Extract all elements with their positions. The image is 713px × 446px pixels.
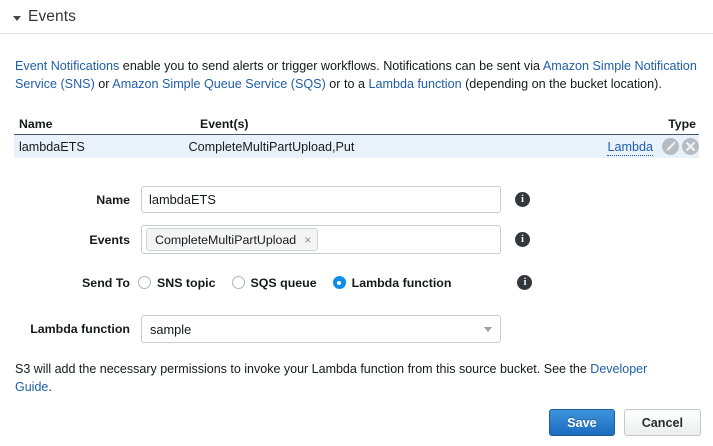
label-lambda-function: Lambda function — [30, 322, 130, 336]
radio-label-sqs-queue: SQS queue — [250, 275, 317, 290]
notifications-table: Name Event(s) Type lambdaETS CompleteMul… — [14, 113, 699, 159]
link-sqs[interactable]: Amazon Simple Queue Service (SQS) — [112, 77, 326, 92]
link-sns[interactable]: Amazon Simple Notification Service (SNS) — [15, 59, 697, 92]
lambda-function-selected-value: sample — [150, 321, 192, 337]
intro-text-2: or — [94, 77, 113, 92]
note-text-1: S3 will add the necessary permissions to… — [15, 362, 591, 376]
events-token-input[interactable]: CompleteMultiPartUpload × — [141, 225, 501, 254]
chevron-down-icon[interactable] — [484, 326, 492, 332]
field-row-send-to: Send To SNS topic SQS queue Lambda funct… — [0, 275, 533, 290]
intro-text-1: enable you to send alerts or trigger wor… — [119, 59, 543, 73]
table-row[interactable]: lambdaETS CompleteMultiPartUpload,Put La… — [14, 135, 699, 159]
chevron-down-icon[interactable] — [13, 15, 21, 21]
note-text-2: . — [48, 379, 52, 394]
type-link-lambda[interactable]: Lambda — [607, 139, 653, 156]
intro-text-3: or to a — [325, 77, 369, 92]
link-lambda-function[interactable]: Lambda function — [368, 77, 462, 92]
label-events: Events — [89, 232, 130, 247]
form-actions: Save Cancel — [549, 409, 701, 436]
lambda-function-select[interactable]: sample — [141, 315, 501, 343]
column-header-type: Type — [668, 117, 696, 131]
permissions-note: S3 will add the necessary permissions to… — [15, 361, 675, 396]
info-icon[interactable]: i — [515, 232, 530, 247]
radio-icon-lambda-function[interactable] — [332, 276, 346, 289]
info-icon[interactable]: i — [515, 192, 530, 207]
link-developer-guide[interactable]: Developer Guide — [15, 362, 648, 394]
lambda-function-select-wrapper: sample — [141, 315, 501, 343]
cancel-button[interactable]: Cancel — [623, 409, 701, 436]
field-row-lambda-function: Lambda function sample — [0, 315, 501, 343]
info-icon[interactable]: i — [517, 275, 533, 290]
save-button[interactable]: Save — [549, 409, 615, 436]
radio-label-lambda-function: Lambda function — [351, 275, 452, 290]
radio-icon-sqs-queue[interactable] — [231, 276, 245, 289]
header-divider — [0, 33, 713, 34]
field-row-events: Events CompleteMultiPartUpload × i — [0, 225, 530, 254]
page-title: Events — [28, 7, 76, 25]
column-header-events: Event(s) — [200, 117, 249, 131]
row-actions — [661, 138, 699, 155]
radio-option-lambda-function[interactable]: Lambda function — [332, 275, 452, 290]
token-label: CompleteMultiPartUpload — [155, 232, 297, 247]
field-row-name: Name i — [0, 186, 530, 213]
cell-events: CompleteMultiPartUpload,Put — [188, 139, 355, 154]
cell-name: lambdaETS — [19, 139, 85, 154]
label-name: Name — [96, 192, 130, 207]
link-event-notifications[interactable]: Event Notifications — [15, 59, 120, 73]
send-to-radio-group: SNS topic SQS queue Lambda function — [138, 276, 451, 290]
token-remove-icon[interactable]: × — [304, 232, 312, 247]
table-header-row: Name Event(s) Type — [14, 113, 699, 135]
token-complete-multipart-upload[interactable]: CompleteMultiPartUpload × — [146, 228, 319, 251]
name-input-wrapper — [141, 186, 501, 213]
radio-label-sns-topic: SNS topic — [157, 275, 216, 290]
intro-text-4: (depending on the bucket location). — [461, 77, 662, 92]
cell-type: Lambda — [557, 139, 656, 156]
radio-icon-sns-topic[interactable] — [138, 276, 151, 289]
intro-paragraph: Event Notifications enable you to send a… — [15, 57, 699, 93]
radio-option-sns-topic[interactable]: SNS topic — [138, 276, 216, 290]
pencil-icon[interactable] — [661, 138, 679, 155]
close-icon[interactable] — [681, 138, 699, 155]
label-send-to: Send To — [82, 275, 130, 290]
name-input[interactable] — [141, 186, 501, 213]
radio-option-sqs-queue[interactable]: SQS queue — [231, 275, 317, 290]
column-header-name: Name — [19, 117, 53, 131]
events-section-header[interactable]: Events — [0, 0, 713, 25]
